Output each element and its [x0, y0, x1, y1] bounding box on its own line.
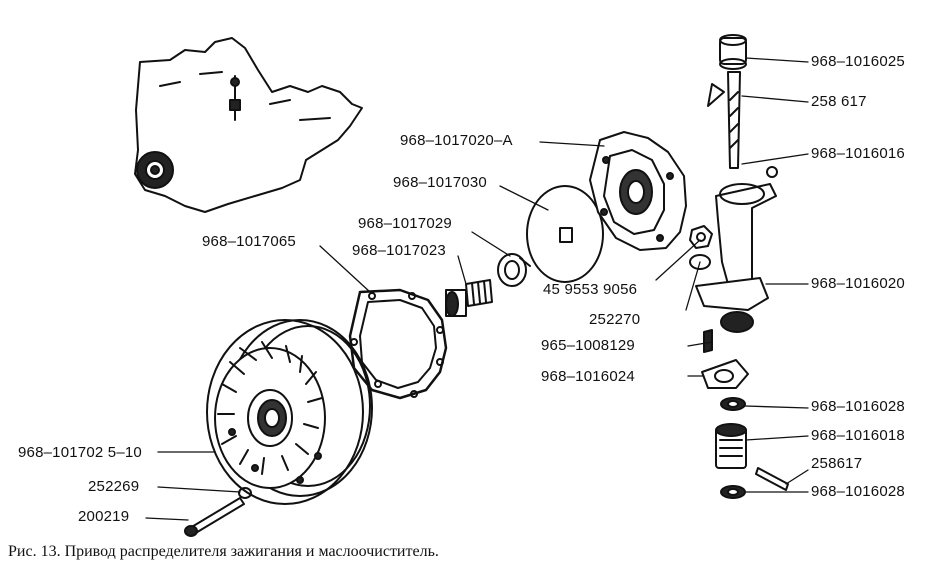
filter-disc	[526, 185, 604, 283]
gasket	[348, 288, 448, 400]
label-965-1008129: 965–1008129	[541, 337, 635, 354]
label-968-1017023: 968–1017023	[352, 242, 446, 259]
nut	[689, 225, 713, 249]
label-968-1017030: 968–1017030	[393, 174, 487, 191]
label-968-1016018: 968–1016018	[811, 427, 905, 444]
label-968-1017065: 968–1017065	[202, 233, 296, 250]
label-968-101702510: 968–101702 5–10	[18, 444, 142, 461]
lock-washer	[497, 253, 531, 287]
oil-cleaner-rotor	[206, 319, 373, 505]
bolt-200219	[184, 497, 245, 537]
rotor-cover	[589, 131, 687, 251]
engine-block-outline	[134, 37, 363, 213]
label-968-1016024: 968–1016024	[541, 368, 635, 385]
label-968-1016028-top: 968–1016028	[811, 398, 905, 415]
label-4595539056: 45 9553 9056	[543, 281, 638, 298]
drive-shaft-assembly	[695, 34, 789, 499]
label-968-1016020: 968–1016020	[811, 275, 905, 292]
label-252270: 252270	[589, 311, 641, 328]
label-258617-bottom: 258617	[811, 455, 863, 472]
label-968-1016025: 968–1016025	[811, 53, 905, 70]
washer-252270	[689, 254, 711, 270]
threaded-fitting	[445, 279, 493, 317]
label-252269: 252269	[88, 478, 140, 495]
label-968-1017029: 968–1017029	[358, 215, 452, 232]
washer-252269	[238, 487, 252, 499]
label-200219: 200219	[78, 508, 130, 525]
figure-caption: Рис. 13. Привод распределителя зажигания…	[8, 543, 439, 560]
leader-lines	[145, 57, 809, 521]
label-968-1016016: 968–1016016	[811, 145, 905, 162]
label-258617-top: 258 617	[811, 93, 867, 110]
label-968-1017020-a: 968–1017020–А	[400, 132, 513, 149]
label-968-1016028-bottom: 968–1016028	[811, 483, 905, 500]
